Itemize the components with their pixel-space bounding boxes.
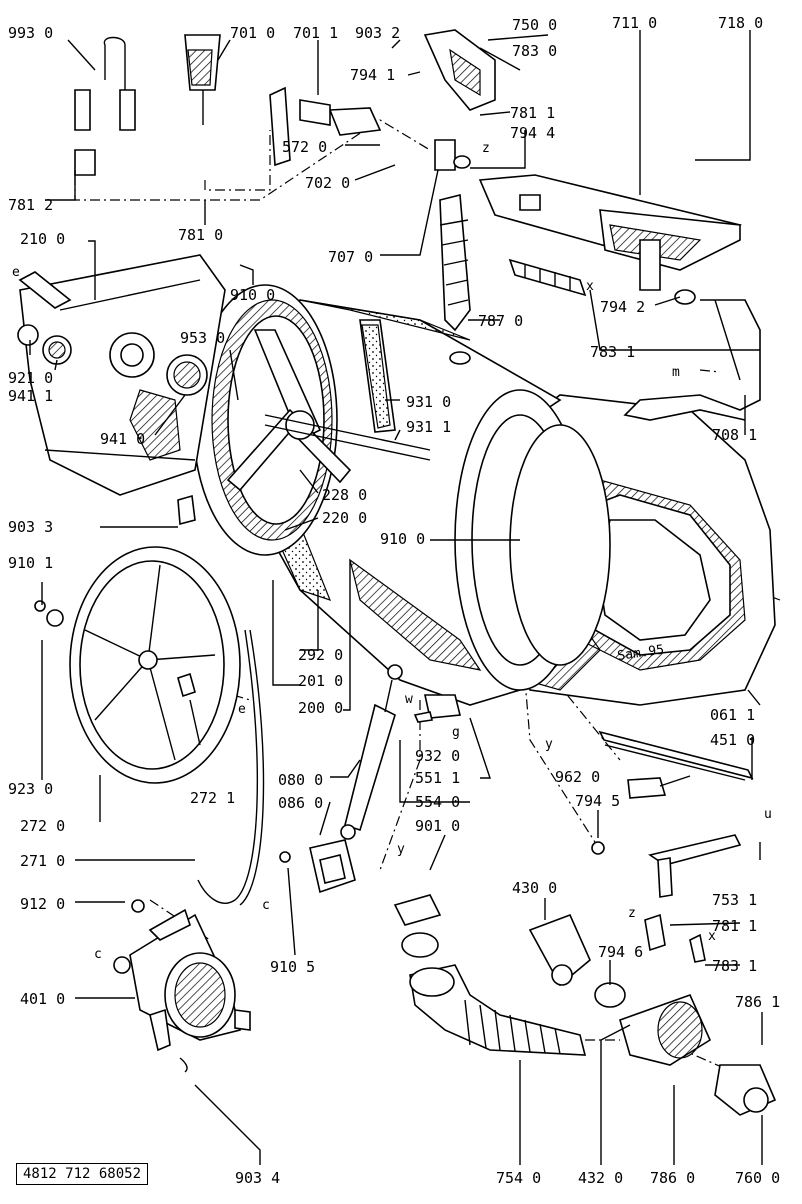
label-080-0: 080 0 bbox=[278, 771, 323, 789]
label-753-1: 753 1 bbox=[712, 891, 757, 909]
label-061-1: 061 1 bbox=[710, 706, 755, 724]
label-993-0: 993 0 bbox=[8, 24, 53, 42]
letter-z-low: z bbox=[628, 906, 636, 921]
drain-hose-754 bbox=[393, 894, 587, 1056]
label-272-0: 272 0 bbox=[20, 817, 65, 835]
label-783-1-mid: 783 1 bbox=[590, 343, 635, 361]
letter-y-low: y bbox=[397, 842, 405, 857]
label-228-0: 228 0 bbox=[322, 486, 367, 504]
letter-c-motor: c bbox=[94, 947, 102, 962]
label-708-1: 708 1 bbox=[712, 426, 757, 444]
label-711-0: 711 0 bbox=[612, 14, 657, 32]
letter-z-top: z bbox=[482, 141, 490, 156]
label-292-0: 292 0 bbox=[298, 646, 343, 664]
letter-x-low: x bbox=[708, 929, 716, 944]
label-903-4: 903 4 bbox=[235, 1169, 280, 1187]
artist-signature: Sam.95 bbox=[616, 643, 665, 664]
label-781-1-low: 781 1 bbox=[712, 917, 757, 935]
label-781-2: 781 2 bbox=[8, 196, 53, 214]
label-931-1: 931 1 bbox=[406, 418, 451, 436]
label-783-0: 783 0 bbox=[512, 42, 557, 60]
leader-lines bbox=[29, 30, 763, 1165]
motor bbox=[113, 899, 251, 1052]
letter-e-mid: e bbox=[238, 702, 246, 717]
label-921-0: 921 0 bbox=[8, 369, 53, 387]
label-086-0: 086 0 bbox=[278, 794, 323, 812]
label-941-0: 941 0 bbox=[100, 430, 145, 448]
label-923-0: 923 0 bbox=[8, 780, 53, 798]
label-786-1: 786 1 bbox=[735, 993, 780, 1011]
label-750-0: 750 0 bbox=[512, 16, 557, 34]
label-401-0: 401 0 bbox=[20, 990, 65, 1008]
label-551-1: 551 1 bbox=[415, 769, 460, 787]
label-701-0: 701 0 bbox=[230, 24, 275, 42]
label-912-0: 912 0 bbox=[20, 895, 65, 913]
letter-c-belt: c bbox=[262, 898, 270, 913]
label-794-6: 794 6 bbox=[598, 943, 643, 961]
drive-belt bbox=[197, 629, 265, 906]
part-labels: 993 0 701 0 701 1 903 2 750 0 783 0 711 … bbox=[8, 14, 780, 1187]
label-794-2: 794 2 bbox=[600, 298, 645, 316]
label-787-0: 787 0 bbox=[478, 312, 523, 330]
label-783-1-low: 783 1 bbox=[712, 957, 757, 975]
label-910-0-top: 910 0 bbox=[230, 286, 275, 304]
label-910-5: 910 5 bbox=[270, 958, 315, 976]
letter-m: m bbox=[672, 365, 680, 380]
drum-pulley bbox=[69, 546, 241, 784]
label-200-0: 200 0 bbox=[298, 699, 343, 717]
label-910-0-mid: 910 0 bbox=[380, 530, 425, 548]
label-701-1: 701 1 bbox=[293, 24, 338, 42]
label-430-0: 430 0 bbox=[512, 879, 557, 897]
label-794-4: 794 4 bbox=[510, 124, 555, 142]
label-931-0: 931 0 bbox=[406, 393, 451, 411]
hose-708 bbox=[623, 289, 761, 421]
letter-w: w bbox=[405, 692, 413, 707]
label-572-0: 572 0 bbox=[282, 138, 327, 156]
label-786-0: 786 0 bbox=[650, 1169, 695, 1187]
label-794-5: 794 5 bbox=[575, 792, 620, 810]
label-554-0: 554 0 bbox=[415, 793, 460, 811]
heater-spring-783-1 bbox=[508, 258, 587, 297]
shock-absorber bbox=[340, 664, 403, 840]
label-781-1-top: 781 1 bbox=[510, 104, 555, 122]
rear-tub-bracket bbox=[17, 254, 226, 496]
small-parts bbox=[34, 494, 754, 1073]
label-702-0: 702 0 bbox=[305, 174, 350, 192]
document-reference-number: 4812 712 68052 bbox=[16, 1163, 149, 1185]
label-932-0: 932 0 bbox=[415, 747, 460, 765]
label-962-0: 962 0 bbox=[555, 768, 600, 786]
valve-assembly bbox=[74, 29, 521, 176]
label-210-0: 210 0 bbox=[20, 230, 65, 248]
letter-g: g bbox=[452, 725, 460, 740]
drain-pump bbox=[528, 913, 777, 1116]
label-941-1: 941 1 bbox=[8, 387, 53, 405]
bellows-hose-707 bbox=[439, 193, 471, 365]
detergent-dispenser bbox=[478, 174, 742, 291]
letter-e-top: e bbox=[12, 265, 20, 280]
label-903-3: 903 3 bbox=[8, 518, 53, 536]
drum-rear-wall bbox=[192, 284, 431, 556]
label-953-0: 953 0 bbox=[180, 329, 225, 347]
letter-y-mid: y bbox=[545, 737, 553, 752]
label-903-2: 903 2 bbox=[355, 24, 400, 42]
label-201-0: 201 0 bbox=[298, 672, 343, 690]
label-707-0: 707 0 bbox=[328, 248, 373, 266]
label-794-1: 794 1 bbox=[350, 66, 395, 84]
label-271-0: 271 0 bbox=[20, 852, 65, 870]
label-718-0: 718 0 bbox=[718, 14, 763, 32]
label-754-0: 754 0 bbox=[496, 1169, 541, 1187]
letter-x-top: x bbox=[586, 279, 594, 294]
label-760-0: 760 0 bbox=[735, 1169, 780, 1187]
label-432-0: 432 0 bbox=[578, 1169, 623, 1187]
label-901-0: 901 0 bbox=[415, 817, 460, 835]
label-451-0: 451 0 bbox=[710, 731, 755, 749]
letter-u: u bbox=[764, 807, 772, 822]
reference-letters: e z x m y w g e y c c z x u bbox=[12, 141, 772, 962]
label-781-0: 781 0 bbox=[178, 226, 223, 244]
label-220-0: 220 0 bbox=[322, 509, 367, 527]
label-272-1: 272 1 bbox=[190, 789, 235, 807]
label-910-1: 910 1 bbox=[8, 554, 53, 572]
